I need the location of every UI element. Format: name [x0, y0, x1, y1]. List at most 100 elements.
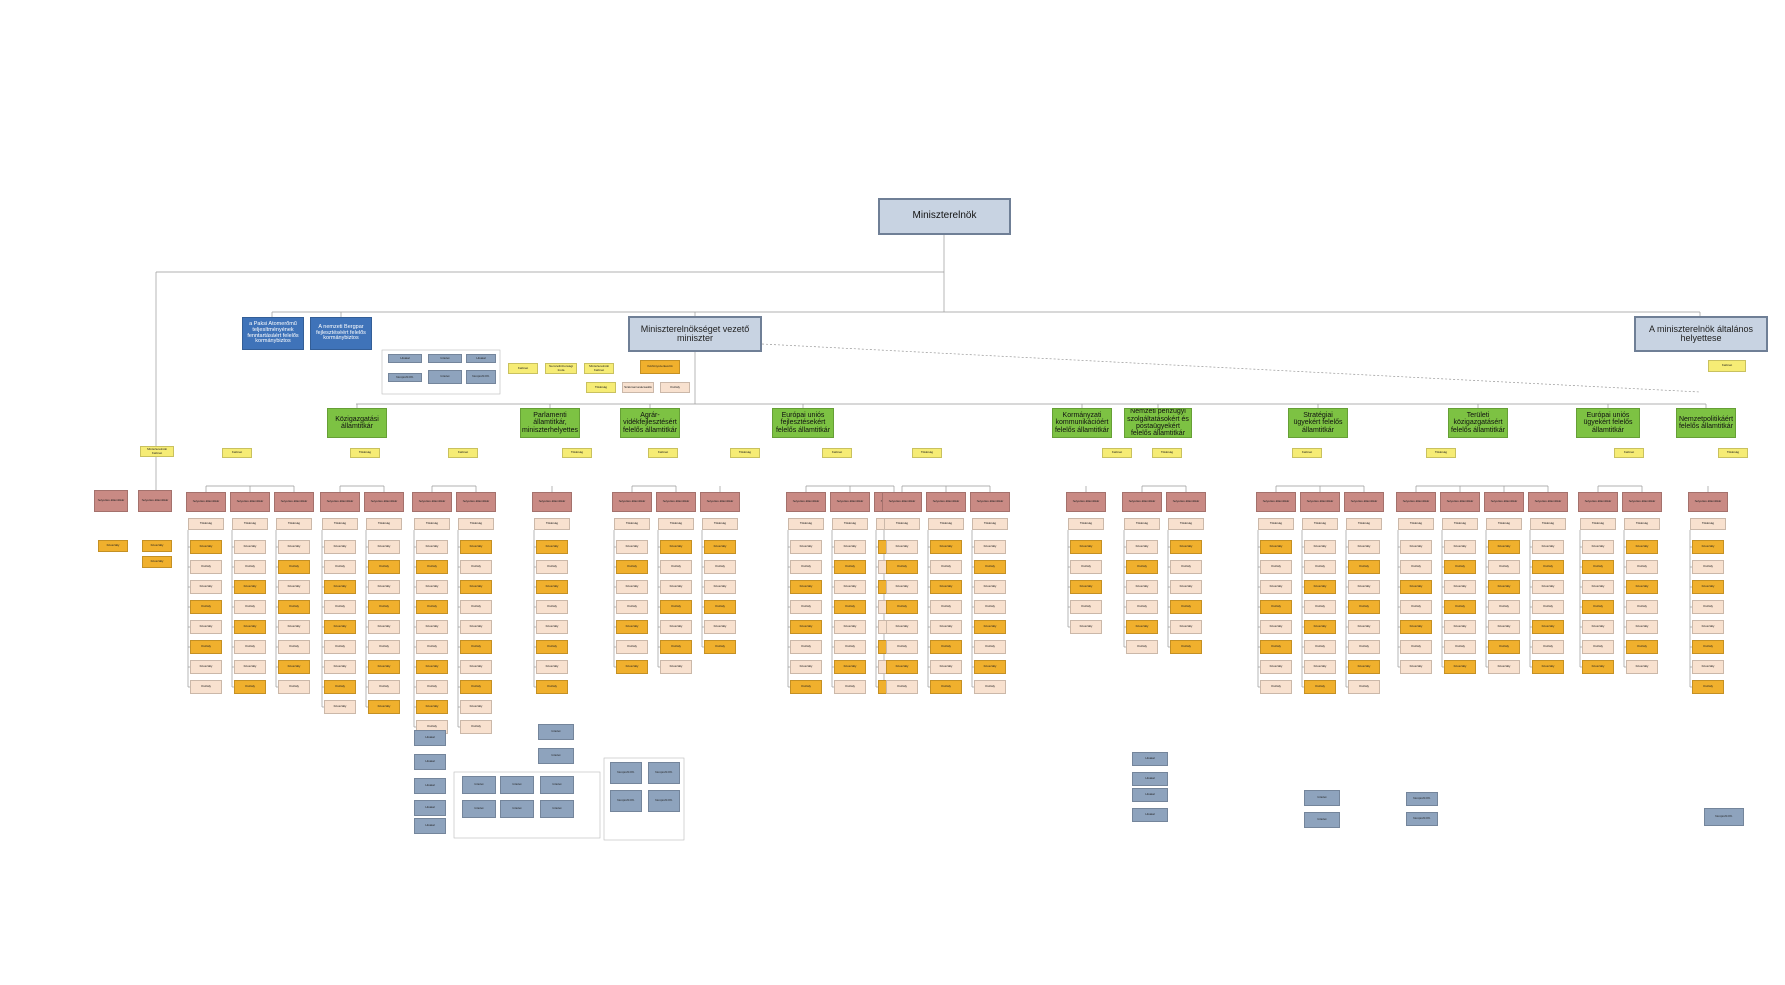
- col0-staff: Kabinet: [222, 448, 252, 458]
- col0-r0-b2: Főosztály: [190, 580, 222, 594]
- col13-r0-b4: Főosztály: [1692, 620, 1724, 634]
- col7-r0-b2: Főosztály: [886, 580, 918, 594]
- col2-r1-b0: Főosztály: [460, 540, 492, 554]
- col2-staff: Kabinet: [448, 448, 478, 458]
- col10-r0-b5: Osztály: [1260, 640, 1292, 654]
- col10-r2-b7: Osztály: [1348, 680, 1380, 694]
- col7-r1-b6: Főosztály: [930, 660, 962, 674]
- col3-r0-b5: Osztály: [536, 640, 568, 654]
- col7-r0-b6: Főosztály: [886, 660, 918, 674]
- col1-tit-1: Titkárság: [366, 518, 402, 530]
- col1-red-0: helyettes államtitkár: [320, 492, 360, 512]
- col2-tit-0: Titkárság: [414, 518, 450, 530]
- col6-r1-b3: Osztály: [834, 600, 866, 614]
- col12-r0-b2: Főosztály: [1582, 580, 1614, 594]
- col10-r0-b0: Főosztály: [1260, 540, 1292, 554]
- col7-r1-b4: Főosztály: [930, 620, 962, 634]
- col11-r0-b5: Osztály: [1400, 640, 1432, 654]
- col2-r1-b1: Osztály: [460, 560, 492, 574]
- left-o-2: Főosztály: [142, 540, 172, 552]
- col10-r1-b3: Osztály: [1304, 600, 1336, 614]
- inst-a-0: Intézet: [462, 776, 496, 794]
- col9-r1-b0: Főosztály: [1170, 540, 1202, 554]
- state-secretary-box-9: Európai uniós ügyekért felelős államtitk…: [1576, 408, 1640, 438]
- col10-r1-b1: Osztály: [1304, 560, 1336, 574]
- left-red-1: helyettes államtitkár: [94, 490, 128, 512]
- col12-r1-b1: Osztály: [1626, 560, 1658, 574]
- col11-r3-b6: Főosztály: [1532, 660, 1564, 674]
- col0-r0-b0: Főosztály: [190, 540, 222, 554]
- deputy-kabinet: Kabinet: [1708, 360, 1746, 372]
- col4-r1-b2: Főosztály: [660, 580, 692, 594]
- col11-r2-b4: Főosztály: [1488, 620, 1520, 634]
- col0-red-1: helyettes államtitkár: [230, 492, 270, 512]
- col0-r2-b7: Osztály: [278, 680, 310, 694]
- left-cabinet: Miniszterelnöki Kabinet: [140, 446, 174, 457]
- col13-tit-0: Titkárság: [1690, 518, 1726, 530]
- col11-r2-b1: Osztály: [1488, 560, 1520, 574]
- col10-r0-b7: Osztály: [1260, 680, 1292, 694]
- col9-r0-b1: Osztály: [1126, 560, 1158, 574]
- col9-staff: Titkárság: [1152, 448, 1182, 458]
- col10-staff: Kabinet: [1292, 448, 1322, 458]
- col12-r1-b4: Főosztály: [1626, 620, 1658, 634]
- col1-r1-b8: Főosztály: [368, 700, 400, 714]
- col4-r1-b6: Főosztály: [660, 660, 692, 674]
- state-secretary-box-2: Parlamenti államtitkár, miniszterhelyett…: [520, 408, 580, 438]
- col11-r0-b6: Főosztály: [1400, 660, 1432, 674]
- col11-r3-b4: Főosztály: [1532, 620, 1564, 634]
- col6-r0-b0: Főosztály: [790, 540, 822, 554]
- deputy-pm-box: A miniszterelnök általános helyettese: [1634, 316, 1768, 352]
- col5-r0-b2: Főosztály: [704, 580, 736, 594]
- state-secretary-box-4: Európai uniós fejlesztésekért felelős ál…: [772, 408, 834, 438]
- col11-r2-b2: Főosztály: [1488, 580, 1520, 594]
- col9-r1-b1: Osztály: [1170, 560, 1202, 574]
- inst-b-2: Nonprofit Kft.: [610, 790, 642, 812]
- col7-r0-b1: Osztály: [886, 560, 918, 574]
- root-box-miniszterelnok: Miniszterelnök: [878, 198, 1011, 235]
- col11-r3-b3: Osztály: [1532, 600, 1564, 614]
- inst-e-1: Hivatal: [1132, 772, 1168, 786]
- col0-r1-b7: Osztály: [234, 680, 266, 694]
- col0-r1-b1: Osztály: [234, 560, 266, 574]
- col6-r1-b1: Osztály: [834, 560, 866, 574]
- col1-r0-b6: Főosztály: [324, 660, 356, 674]
- inst-e-2: Hivatal: [1132, 788, 1168, 802]
- col0-r1-b4: Főosztály: [234, 620, 266, 634]
- col10-r0-b3: Osztály: [1260, 600, 1292, 614]
- col6-r0-b5: Osztály: [790, 640, 822, 654]
- col12-r0-b1: Osztály: [1582, 560, 1614, 574]
- col11-r3-b0: Főosztály: [1532, 540, 1564, 554]
- col10-r0-b1: Osztály: [1260, 560, 1292, 574]
- col11-tit-0: Titkárság: [1398, 518, 1434, 530]
- col4-red-1: helyettes államtitkár: [656, 492, 696, 512]
- inst-a-5: Intézet: [540, 800, 574, 818]
- col6-r0-b1: Osztály: [790, 560, 822, 574]
- col0-r0-b3: Osztály: [190, 600, 222, 614]
- col7-red-2: helyettes államtitkár: [970, 492, 1010, 512]
- col1-r0-b1: Osztály: [324, 560, 356, 574]
- col5-r0-b1: Osztály: [704, 560, 736, 574]
- col12-r0-b4: Főosztály: [1582, 620, 1614, 634]
- col11-r2-b5: Osztály: [1488, 640, 1520, 654]
- col3-tit-0: Titkárság: [534, 518, 570, 530]
- pmo-unit-2: Intézet: [428, 354, 462, 363]
- col7-r2-b3: Osztály: [974, 600, 1006, 614]
- col2-r1-b9: Osztály: [460, 720, 492, 734]
- col5-r0-b4: Főosztály: [704, 620, 736, 634]
- col1-r1-b4: Főosztály: [368, 620, 400, 634]
- col1-staff: Titkárság: [350, 448, 380, 458]
- col11-r0-b0: Főosztály: [1400, 540, 1432, 554]
- col0-r1-b0: Főosztály: [234, 540, 266, 554]
- col0-r2-b3: Osztály: [278, 600, 310, 614]
- col2-r0-b3: Osztály: [416, 600, 448, 614]
- col12-r0-b0: Főosztály: [1582, 540, 1614, 554]
- inst-c-3: Hivatal: [414, 800, 446, 816]
- commissioner-box-2: A nemzeti Bergpar fejlesztéséért felelős…: [310, 317, 372, 350]
- col11-r0-b2: Főosztály: [1400, 580, 1432, 594]
- col12-r0-b6: Főosztály: [1582, 660, 1614, 674]
- col1-r1-b6: Főosztály: [368, 660, 400, 674]
- col10-r2-b5: Osztály: [1348, 640, 1380, 654]
- col6-staff: Kabinet: [822, 448, 852, 458]
